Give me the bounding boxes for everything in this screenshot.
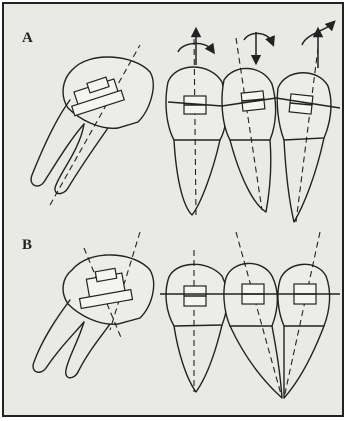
tooth-b1 [166, 250, 227, 392]
rotation-arrow-a3 [302, 24, 332, 45]
molar-b [33, 232, 154, 378]
molar-a [31, 45, 153, 205]
tooth-b3 [278, 232, 330, 398]
rotation-arrow-a2 [244, 33, 272, 42]
rotation-arrow-a1 [178, 43, 212, 52]
torque-arrows-a [178, 24, 332, 68]
tooth-a2 [222, 38, 276, 212]
tooth-a3 [277, 48, 331, 222]
tooth-b2 [224, 232, 282, 398]
